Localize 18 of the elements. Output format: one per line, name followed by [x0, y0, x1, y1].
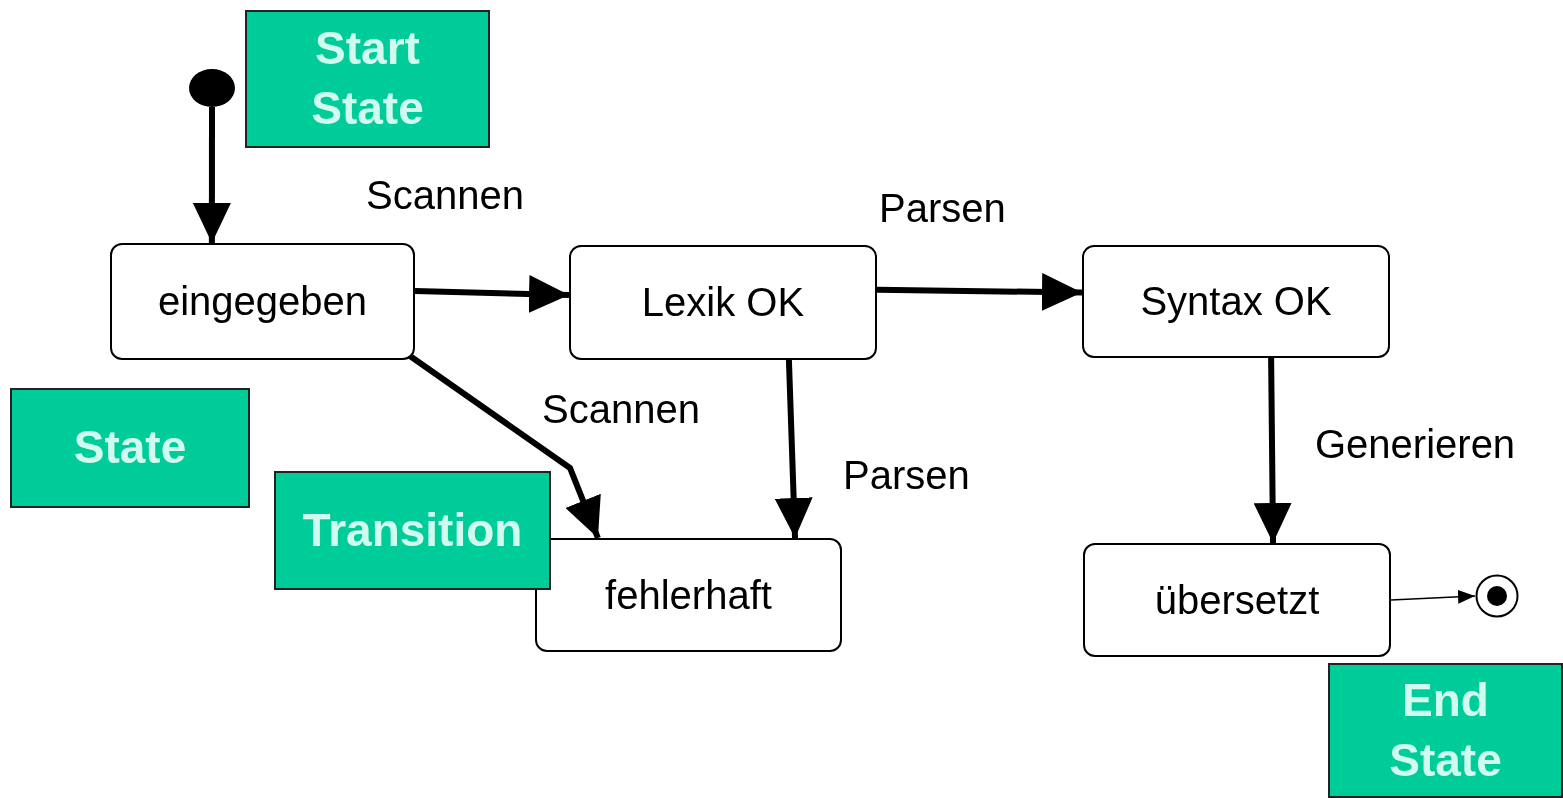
state-box: eingegeben — [110, 243, 415, 360]
initial-state-dot — [189, 69, 235, 107]
transition-arrow — [1253, 357, 1292, 544]
transition-arrow — [1390, 589, 1476, 604]
annotation-box: State — [10, 388, 250, 508]
state-box: fehlerhaft — [535, 538, 842, 652]
annotation-box: Start State — [245, 10, 490, 148]
transition-arrow — [414, 275, 570, 313]
state-box: übersetzt — [1083, 543, 1391, 657]
transition-arrow — [192, 107, 231, 243]
transition-arrow — [876, 272, 1083, 311]
final-state-symbol — [1475, 574, 1519, 618]
transition-arrow — [407, 352, 601, 540]
state-box: Syntax OK — [1082, 245, 1390, 358]
state-box: Lexik OK — [569, 245, 877, 360]
annotation-box: End State — [1328, 663, 1563, 798]
transition-arrow — [774, 359, 813, 539]
annotation-box: Transition — [274, 471, 551, 590]
